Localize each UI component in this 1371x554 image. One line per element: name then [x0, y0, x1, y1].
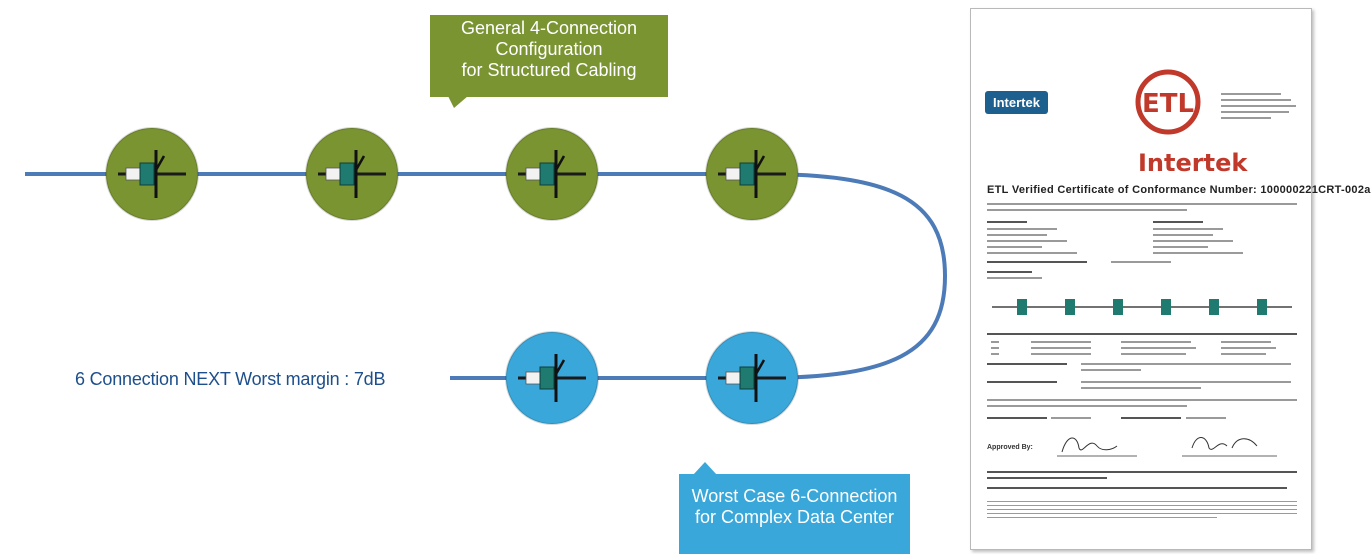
- etl-mark-text: ETL: [1142, 89, 1194, 119]
- callout-bottom-pointer: [693, 462, 717, 475]
- cert-brand: Intertek: [1138, 149, 1248, 177]
- etl-mark-icon: ETL: [1135, 69, 1201, 135]
- cable-line: [25, 172, 948, 380]
- worst-margin-label: 6 Connection NEXT Worst margin : 7dB: [75, 369, 386, 389]
- connector-green-2: [305, 127, 399, 221]
- connector-blue-2: [705, 331, 799, 425]
- etl-certificate: Intertek ETL Intertek ETL Verified Certi…: [970, 8, 1370, 550]
- callout-4-connection: General 4-Connection Configuration for S…: [430, 15, 668, 97]
- callout-bottom-line1: Worst Case 6-Connection: [691, 486, 898, 506]
- cert-channel-diagram: [992, 299, 1292, 315]
- svg-text:Approved By:: Approved By:: [987, 444, 1033, 451]
- cert-title: ETL Verified Certificate of Conformance …: [987, 184, 1371, 196]
- cabling-diagram: [25, 127, 948, 425]
- connector-green-4: [705, 127, 799, 221]
- connector-blue-1: [505, 331, 599, 425]
- intertek-logo: Intertek: [985, 91, 1048, 114]
- callout-top-pointer: [448, 96, 468, 108]
- callout-bottom-line2: for Complex Data Center: [694, 507, 895, 527]
- callout-top-line3: for Structured Cabling: [461, 60, 637, 80]
- callout-top-line1: General 4-Connection: [460, 18, 638, 38]
- callout-6-connection: Worst Case 6-Connection for Complex Data…: [679, 474, 910, 554]
- connector-green-1: [105, 127, 199, 221]
- cert-signatures: Approved By:: [987, 437, 1277, 457]
- callout-top-line2: Configuration: [495, 39, 603, 59]
- connector-green-3: [505, 127, 599, 221]
